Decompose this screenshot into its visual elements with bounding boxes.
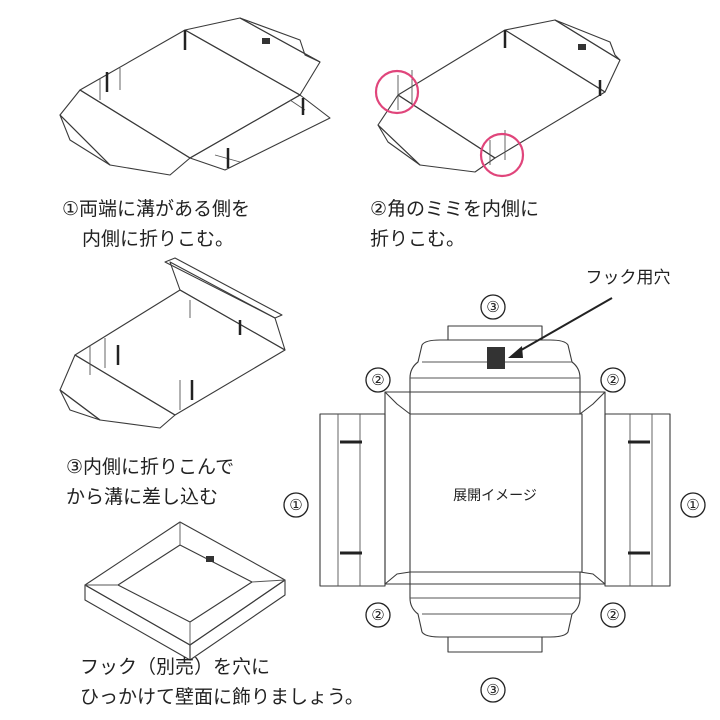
step3-line2: から溝に差し込む <box>66 486 218 508</box>
net-bottom-flap <box>409 584 581 638</box>
step2-illustration <box>374 19 621 178</box>
step1-illustration <box>59 17 331 176</box>
step1-text: ①両端に溝がある側を 内側に折りこむ。 <box>62 198 250 250</box>
marker-bottom: ③ <box>480 677 506 703</box>
marker-top-left: ② <box>365 367 391 393</box>
unfolded-net: 展開イメージ フック用穴 ③ ③ ① ① ② ② <box>283 268 706 703</box>
svg-text:②: ② <box>371 371 384 389</box>
step2-line2: 折りこむ。 <box>370 228 465 250</box>
step4-line2: ひっかけて壁面に飾りましょう。 <box>80 686 364 708</box>
step2-corner-highlight-1 <box>374 69 420 115</box>
hook-hole-arrowhead <box>508 346 523 358</box>
step3-text: ③内側に折りこんで から溝に差し込む <box>66 456 234 508</box>
step4-line1: フック（別売）を穴に <box>80 656 270 678</box>
svg-text:①: ① <box>289 496 302 514</box>
step2-corner-highlight-2 <box>479 132 525 178</box>
marker-right: ① <box>680 492 706 518</box>
net-left-flap <box>319 413 386 587</box>
step4-text: フック（別売）を穴に ひっかけて壁面に飾りましょう。 <box>80 656 364 708</box>
net-corner-ear-tr <box>579 391 606 415</box>
step2-hook-hole <box>578 44 586 50</box>
hook-hole-label: フック用穴 <box>586 268 671 288</box>
svg-text:③: ③ <box>486 298 499 316</box>
net-corner-ear-bl <box>384 571 411 585</box>
marker-bottom-right: ② <box>600 602 626 628</box>
svg-text:①: ① <box>686 496 699 514</box>
hook-hole <box>487 347 505 369</box>
marker-top-right: ② <box>600 367 626 393</box>
marker-top: ③ <box>480 294 506 320</box>
step3-line1: ③内側に折りこんで <box>66 456 234 478</box>
hook-hole-arrow <box>515 297 613 354</box>
net-center-label: 展開イメージ <box>453 488 537 504</box>
net-right-flap <box>604 413 671 587</box>
step1-line2: 内側に折りこむ。 <box>82 228 234 250</box>
step1-line1: ①両端に溝がある側を <box>62 198 250 220</box>
svg-text:②: ② <box>606 606 619 624</box>
svg-text:②: ② <box>606 371 619 389</box>
net-corner-ear-br <box>579 571 606 585</box>
svg-text:②: ② <box>371 606 384 624</box>
marker-left: ① <box>283 492 309 518</box>
net-inner-panel <box>409 413 583 573</box>
net-top-flap <box>409 339 581 392</box>
step4-hook-hole <box>206 556 214 562</box>
step4-illustration <box>84 521 286 661</box>
net-corner-ear-tl <box>384 391 411 415</box>
marker-bottom-left: ② <box>365 602 391 628</box>
step2-line1: ②角のミミを内側に <box>370 198 539 220</box>
step3-illustration <box>59 257 286 429</box>
svg-text:③: ③ <box>486 681 499 699</box>
step1-hook-hole <box>262 38 270 44</box>
step2-text: ②角のミミを内側に 折りこむ。 <box>370 198 539 250</box>
